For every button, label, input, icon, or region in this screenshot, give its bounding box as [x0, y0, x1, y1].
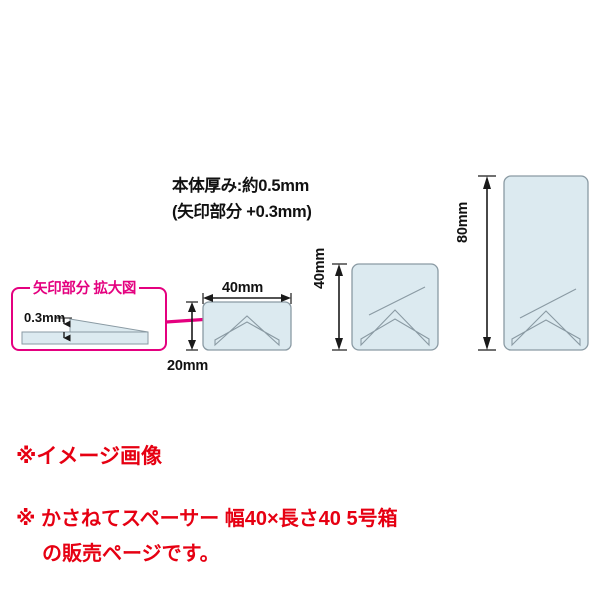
- product3-chevron: [511, 310, 581, 347]
- product-spacer-20mm: [202, 301, 292, 351]
- wedge-base: [21, 331, 149, 345]
- thickness-note-line1: 本体厚み:約0.5mm: [172, 177, 309, 195]
- product1-body: [202, 301, 292, 351]
- dimension-label-height-20mm: 20mm: [167, 358, 209, 374]
- product2-diagonal-line: [368, 286, 426, 316]
- note-image-caption: ※イメージ画像: [16, 445, 162, 468]
- product3-body: [503, 175, 589, 351]
- zoom-callout-title: 矢印部分 拡大図: [30, 277, 140, 298]
- product2-chevron: [360, 309, 430, 347]
- dimension-label-height-40mm: 40mm: [312, 247, 328, 289]
- note-product-line1: ※ かさねてスペーサー 幅40×長さ40 5号箱: [16, 508, 398, 530]
- product2-body: [351, 263, 439, 351]
- product1-chevron: [214, 315, 280, 347]
- product-spacer-80mm: [503, 175, 589, 351]
- thickness-note-line2: (矢印部分 +0.3mm): [172, 202, 312, 221]
- product3-diagonal-line: [519, 288, 577, 319]
- thickness-note: 本体厚み:約0.5mm (矢印部分 +0.3mm): [172, 174, 402, 225]
- product-spacer-40mm: [351, 263, 439, 351]
- note-product-line2: の販売ページです。: [42, 543, 220, 565]
- zoom-thickness-label: 0.3mm: [24, 310, 66, 325]
- wedge-taper: [69, 318, 149, 333]
- dimension-label-width-40mm: 40mm: [222, 280, 264, 296]
- dimension-height-20mm: [186, 301, 198, 351]
- dimension-width-40mm: [202, 293, 292, 304]
- dimension-height-80mm: [478, 175, 496, 351]
- dimension-label-height-80mm: 80mm: [455, 201, 471, 243]
- notes-block: ※イメージ画像 ※ かさねてスペーサー 幅40×長さ40 5号箱 の販売ページで…: [16, 440, 586, 566]
- dimension-height-40mm: [332, 263, 347, 351]
